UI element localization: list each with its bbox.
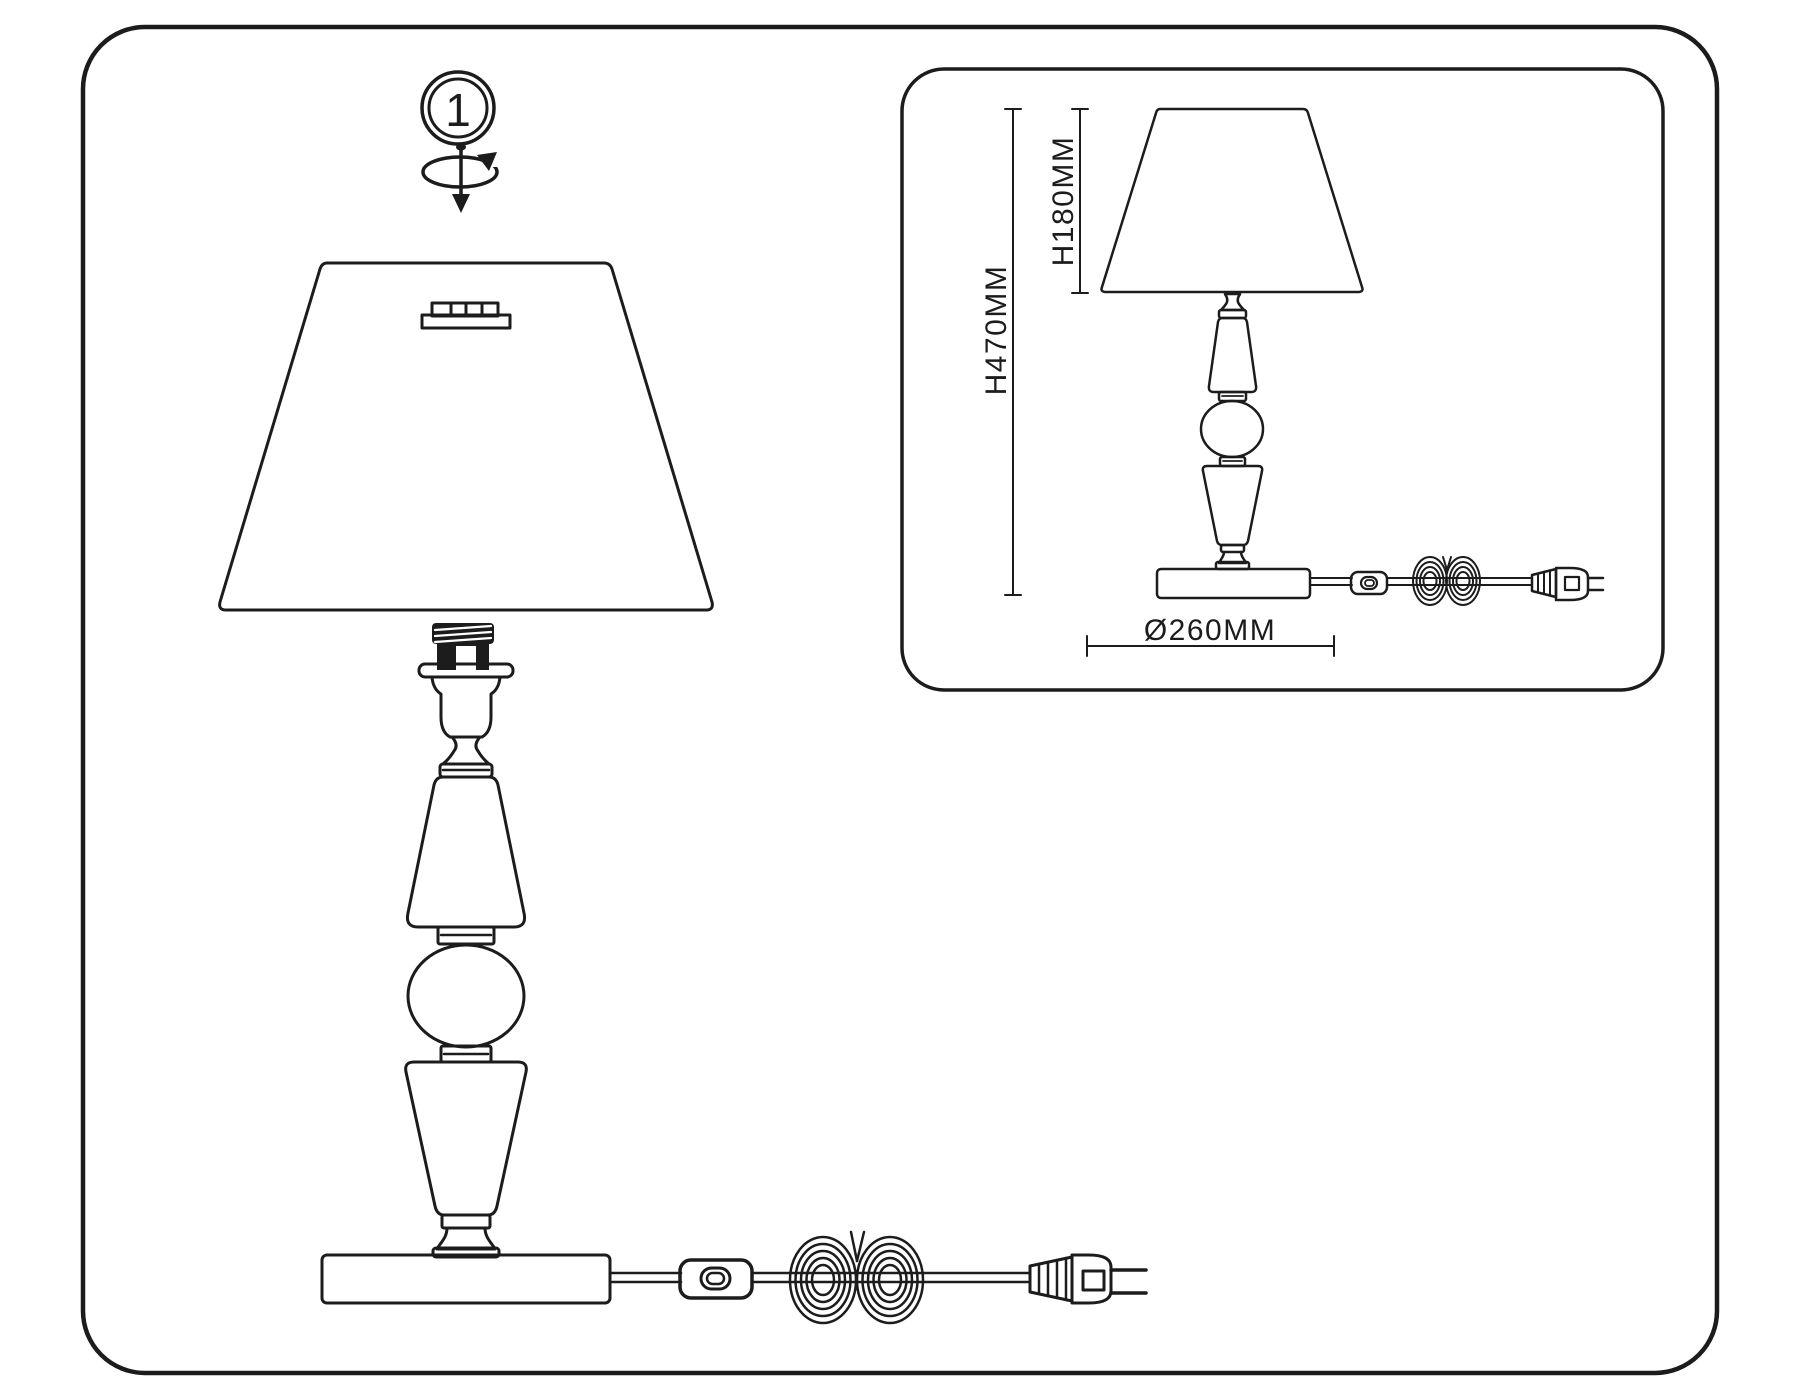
power-plug: [1028, 1253, 1148, 1305]
cord-coil: [788, 1230, 925, 1325]
sheet-border: [80, 24, 1720, 1376]
glass-cone-lower: [404, 1060, 528, 1217]
glass-sphere: [406, 943, 526, 1049]
assembled-lamp: [1100, 107, 1605, 606]
inset-switch: [1349, 570, 1389, 596]
inset-base: [1155, 567, 1312, 600]
glass-cone-upper: [406, 775, 526, 929]
inset-cord-coil: [1412, 556, 1481, 606]
inline-switch: [678, 1258, 754, 1300]
base-diameter-dimension: Ø260MM: [1086, 614, 1335, 657]
step-circle-inner: [427, 77, 489, 139]
lamp-socket: [417, 623, 515, 739]
inset-dimension-view: H470MM H180MM Ø260MM: [900, 67, 1665, 692]
step-number: 1: [445, 84, 471, 136]
total-height-label: H470MM: [980, 265, 1013, 396]
shade-height-dimension: H180MM: [1047, 108, 1089, 294]
inset-panel-border: [900, 67, 1665, 692]
lamp-foot: [431, 1213, 501, 1259]
base-diameter-label: Ø260MM: [1144, 614, 1276, 647]
shade-fitting: [420, 301, 512, 330]
shade-height-label: H180MM: [1047, 136, 1080, 267]
lampshade: [218, 261, 714, 612]
switch-button: [699, 1266, 732, 1291]
spacer-ring-upper: [436, 925, 496, 946]
step-circle-outer: [420, 70, 496, 146]
finial-neck: [438, 735, 494, 779]
rotate-arrow-icon: [421, 143, 505, 213]
power-cord-segment-2: [750, 1271, 1032, 1284]
lamp-base: [320, 1253, 612, 1305]
inset-cone-lower: [1201, 464, 1264, 547]
inset-plug: [1530, 566, 1605, 602]
step-1-marker: 1: [420, 70, 496, 146]
power-cord-segment-1: [608, 1271, 683, 1284]
total-height-dimension: H470MM: [980, 108, 1022, 596]
inset-sphere: [1199, 399, 1265, 459]
inset-lampshade: [1100, 107, 1364, 294]
exploded-lamp-view: 1: [218, 70, 1148, 1325]
inset-cone-upper: [1207, 316, 1258, 394]
